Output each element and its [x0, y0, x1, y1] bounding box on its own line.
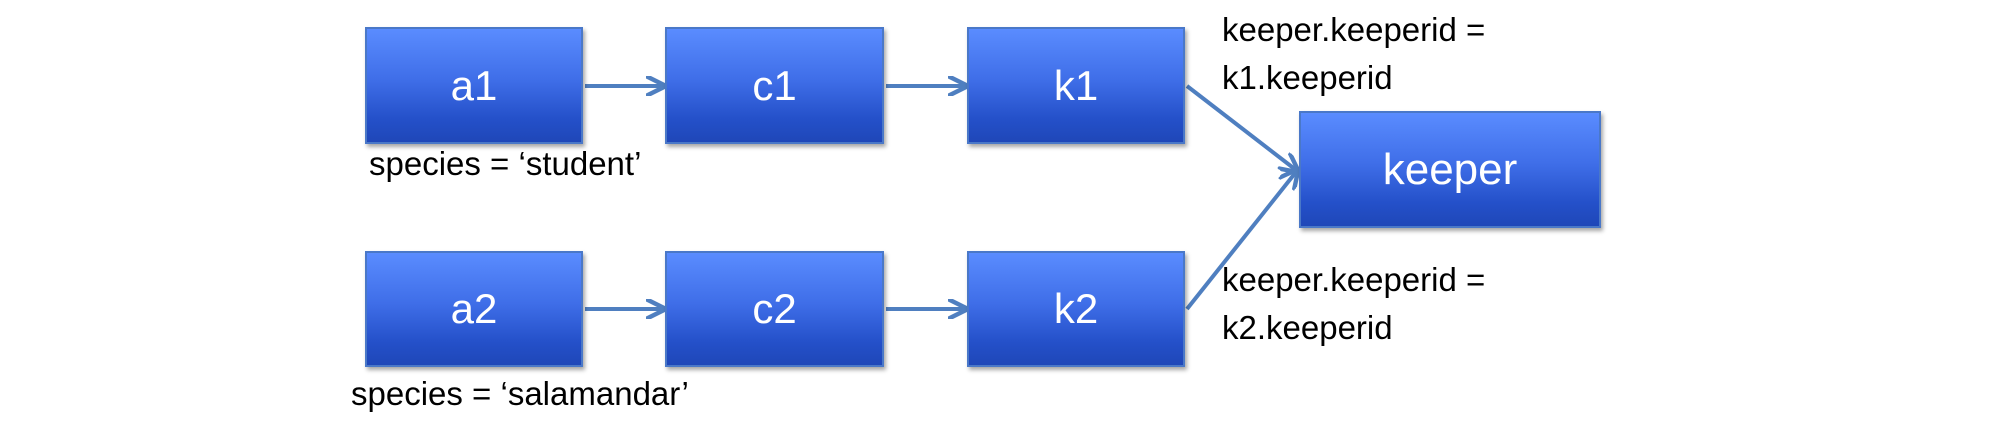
node-a1: a1 [365, 27, 583, 144]
species-condition-student: species = ‘student’ [369, 145, 642, 182]
node-k1-label: k1 [1053, 61, 1099, 109]
node-c2-label: c2 [752, 285, 797, 332]
node-k2-label: k2 [1053, 285, 1099, 332]
join-condition-k1: keeper.keeperid = k1.keeperid [1222, 6, 1485, 102]
join-condition-k1-line2: k1.keeperid [1222, 59, 1393, 96]
node-a1-label: a1 [450, 61, 498, 109]
node-a2: a2 [365, 251, 583, 367]
node-keeper: keeper [1299, 111, 1601, 228]
node-keeper-label: keeper [1382, 144, 1518, 194]
node-k2: k2 [967, 251, 1185, 367]
node-c1: c1 [665, 27, 884, 144]
node-c1-label: c1 [752, 61, 797, 109]
node-k1: k1 [967, 27, 1185, 144]
join-condition-k2-line2: k2.keeperid [1222, 309, 1393, 346]
node-a2-label: a2 [450, 285, 498, 332]
species-condition-salamandar: species = ‘salamandar’ [351, 375, 689, 412]
join-condition-k2: keeper.keeperid = k2.keeperid [1222, 256, 1485, 352]
join-condition-k2-line1: keeper.keeperid = [1222, 261, 1486, 298]
edge-k1-keeper [1185, 84, 1296, 170]
join-condition-k1-line1: keeper.keeperid = [1222, 11, 1486, 48]
edge-k2-keeper [1185, 172, 1296, 311]
node-c2: c2 [665, 251, 884, 367]
